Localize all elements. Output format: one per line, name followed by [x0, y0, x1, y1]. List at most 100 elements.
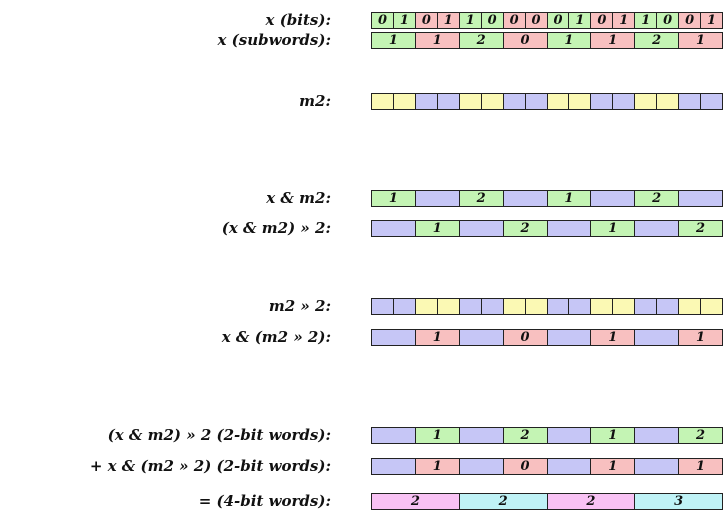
m2-row-cell — [480, 93, 504, 110]
sum-term-b-row-cell — [458, 458, 504, 475]
m2-shifted-row-cell — [480, 298, 504, 315]
x-and-m2-row-label: x & m2: — [266, 189, 331, 207]
x-and-m2-shifted-mask-row-cell: 1 — [678, 329, 723, 346]
m2-row-cell — [458, 93, 482, 110]
m2-row-cell — [392, 93, 416, 110]
m2-shifted-row-label: m2 » 2: — [268, 297, 331, 315]
m2-row-cell — [502, 93, 526, 110]
x-and-m2-shifted-row-cell — [371, 220, 416, 237]
x-and-m2-shifted-row-cell — [458, 220, 504, 237]
x-bits-row-cell: 1 — [700, 12, 723, 29]
x-and-m2-shifted-row-cell: 2 — [678, 220, 723, 237]
x-subwords-row-cell: 1 — [590, 32, 636, 49]
x-and-m2-shifted-mask-row-cell: 1 — [590, 329, 636, 346]
x-subwords-row-cell: 1 — [414, 32, 460, 49]
m2-row-cell — [371, 93, 394, 110]
sum-result-row-cell: 3 — [634, 493, 723, 510]
m2-shifted-row-cell — [524, 298, 548, 315]
x-bits-row-cell: 0 — [480, 12, 504, 29]
x-and-m2-row-cell — [502, 190, 548, 207]
x-and-m2-shifted-mask-row-cell: 1 — [414, 329, 460, 346]
m2-row — [371, 93, 723, 110]
x-subwords-row-label: x (subwords): — [217, 31, 332, 49]
m2-shifted-row-cell — [546, 298, 570, 315]
x-and-m2-shifted-mask-row-cell — [371, 329, 416, 346]
sum-term-b-row-cell — [634, 458, 680, 475]
x-and-m2-shifted-mask-row-label: x & (m2 » 2): — [221, 328, 331, 346]
m2-shifted-row-cell — [656, 298, 680, 315]
x-and-m2-shifted-mask-row-cell — [546, 329, 592, 346]
m2-row-cell — [612, 93, 636, 110]
x-bits-row-cell: 0 — [656, 12, 680, 29]
x-bits-row-cell: 0 — [414, 12, 438, 29]
m2-shifted-row-cell — [700, 298, 723, 315]
x-bits-row-cell: 0 — [678, 12, 702, 29]
sum-term-a-row-cell — [458, 427, 504, 444]
x-and-m2-row-cell — [590, 190, 636, 207]
m2-shifted-row-cell — [458, 298, 482, 315]
x-and-m2-shifted-row-label: (x & m2) » 2: — [221, 219, 331, 237]
sum-result-row-cell: 2 — [371, 493, 460, 510]
m2-row-cell — [678, 93, 702, 110]
x-subwords-row-cell: 1 — [678, 32, 723, 49]
m2-shifted-row-cell — [436, 298, 460, 315]
x-and-m2-shifted-mask-row: 1 0 1 1 — [371, 329, 723, 346]
x-bits-row-cell: 1 — [392, 12, 416, 29]
x-bits-row-cell: 0 — [546, 12, 570, 29]
x-and-m2-row-cell: 1 — [546, 190, 592, 207]
x-and-m2-shifted-row-cell: 1 — [414, 220, 460, 237]
x-subwords-row-cell: 0 — [502, 32, 548, 49]
sum-term-b-row-label: + x & (m2 » 2) (2-bit words): — [89, 457, 331, 475]
m2-shifted-row-cell — [568, 298, 592, 315]
m2-row-cell — [590, 93, 614, 110]
sum-term-b-row-cell — [546, 458, 592, 475]
m2-row-cell — [436, 93, 460, 110]
m2-row-cell — [546, 93, 570, 110]
m2-shifted-row-cell — [634, 298, 658, 315]
x-and-m2-shifted-mask-row-cell: 0 — [502, 329, 548, 346]
sum-term-a-row-cell — [634, 427, 680, 444]
sum-term-a-row-cell: 1 — [414, 427, 460, 444]
x-and-m2-row-cell: 1 — [371, 190, 416, 207]
m2-shifted-row-cell — [590, 298, 614, 315]
sum-term-a-row-cell — [371, 427, 416, 444]
sum-term-a-row-cell — [546, 427, 592, 444]
m2-shifted-row-cell — [414, 298, 438, 315]
x-bits-row-cell: 1 — [568, 12, 592, 29]
x-and-m2-shifted-row: 1 2 1 2 — [371, 220, 723, 237]
m2-shifted-row-cell — [371, 298, 394, 315]
x-subwords-row-cell: 2 — [458, 32, 504, 49]
m2-row-cell — [634, 93, 658, 110]
m2-shifted-row-cell — [678, 298, 702, 315]
m2-shifted-row-cell — [392, 298, 416, 315]
x-and-m2-row-cell — [414, 190, 460, 207]
x-bits-row-cell: 1 — [436, 12, 460, 29]
sum-term-b-row-cell: 1 — [590, 458, 636, 475]
x-bits-row-cell: 1 — [612, 12, 636, 29]
x-and-m2-shifted-row-cell — [634, 220, 680, 237]
x-and-m2-shifted-mask-row-cell — [458, 329, 504, 346]
x-and-m2-shifted-row-cell: 2 — [502, 220, 548, 237]
sum-term-a-row-cell: 2 — [502, 427, 548, 444]
sum-result-row-cell: 2 — [546, 493, 636, 510]
x-subwords-row-cell: 1 — [546, 32, 592, 49]
m2-row-cell — [414, 93, 438, 110]
x-bits-row-cell: 0 — [371, 12, 394, 29]
m2-shifted-row-cell — [502, 298, 526, 315]
x-bits-row-cell: 0 — [502, 12, 526, 29]
m2-row-cell — [656, 93, 680, 110]
x-bits-row-label: x (bits): — [265, 11, 331, 29]
m2-row-cell — [524, 93, 548, 110]
x-and-m2-shifted-row-cell: 1 — [590, 220, 636, 237]
m2-row-label: m2: — [299, 92, 331, 110]
sum-result-row-cell: 2 — [458, 493, 548, 510]
x-bits-row-cell: 1 — [634, 12, 658, 29]
m2-shifted-row-cell — [612, 298, 636, 315]
x-bits-row-cell: 0 — [524, 12, 548, 29]
